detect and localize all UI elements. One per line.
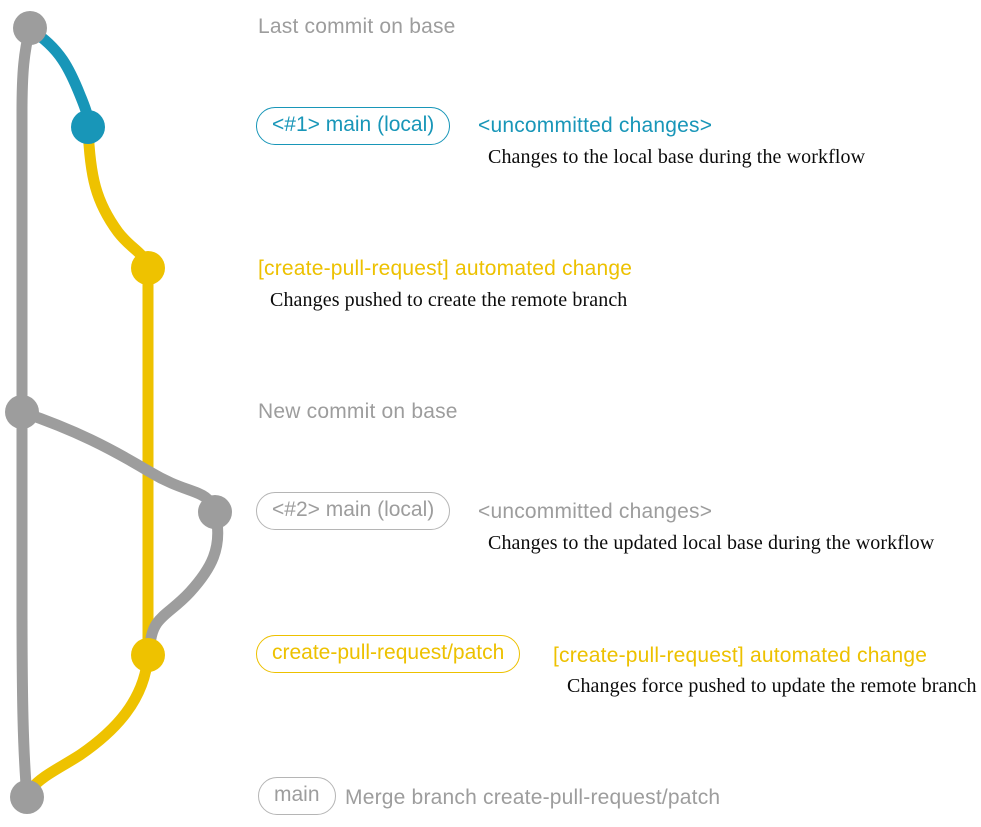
commit-dot-automated-change-2 (131, 638, 165, 672)
commit-dot-last-commit-on-base (13, 11, 47, 45)
last-commit-label: Last commit on base (258, 15, 456, 38)
patch-branch-upper-line (82, 121, 154, 272)
commit-dot-new-commit-on-base (5, 395, 39, 429)
uncommitted-changes-1-description: Changes to the local base during the wor… (488, 146, 866, 168)
automated-change-2-description: Changes force pushed to update the remot… (567, 675, 977, 697)
automated-change-1-label: [create-pull-request] automated change (258, 257, 633, 280)
automated-change-2-label: [create-pull-request] automated change (553, 644, 928, 667)
main-local-2-badge: <#2> main (local) (256, 492, 451, 530)
automated-change-1-description: Changes pushed to create the remote bran… (270, 289, 628, 311)
main-badge: main (258, 777, 336, 815)
commit-dot-local-main-1 (71, 110, 105, 144)
uncommitted-changes-1-label: <uncommitted changes> (478, 114, 713, 137)
commit-dot-merge-commit (10, 780, 44, 814)
new-commit-label: New commit on base (258, 400, 458, 423)
uncommitted-changes-2-label: <uncommitted changes> (478, 500, 713, 523)
commit-dot-local-main-2 (198, 495, 232, 529)
merge-message-label: Merge branch create-pull-request/patch (345, 786, 721, 809)
patch-merge-line (25, 649, 154, 795)
commit-dot-automated-change-1 (131, 251, 165, 285)
main-local-1-badge: <#1> main (local) (256, 107, 451, 145)
uncommitted-changes-2-description: Changes to the updated local base during… (488, 532, 935, 554)
patch-branch-badge: create-pull-request/patch (256, 635, 521, 673)
base-branch-line (16, 22, 36, 803)
main-local-2-line (16, 406, 224, 652)
